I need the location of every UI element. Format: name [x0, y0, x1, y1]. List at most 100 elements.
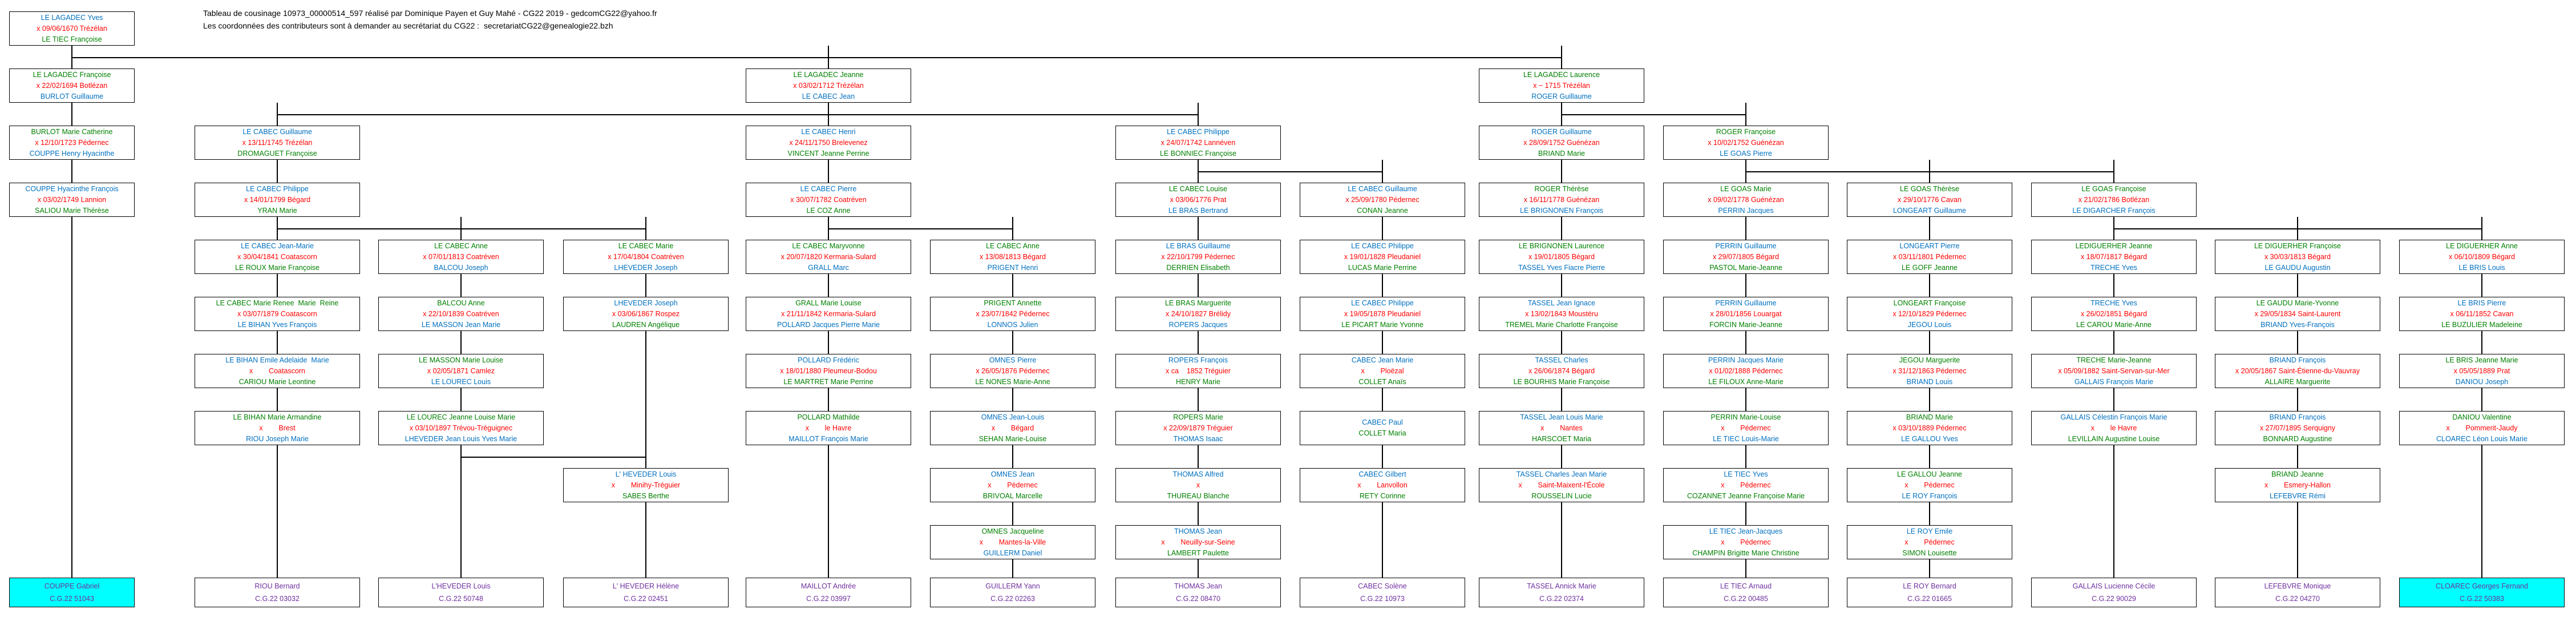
marriage-line: x 23/07/1842 Pédernec — [976, 309, 1050, 318]
marriage-line: x 14/01/1799 Bégard — [244, 195, 311, 204]
spouse-name: LE BOURHIS Marie Françoise — [1513, 377, 1610, 386]
person-name: DANIOU Valentine — [2452, 413, 2512, 421]
contact-ref: C.G.22 02263 — [990, 595, 1035, 603]
marriage-line: x 22/10/1839 Coatréven — [423, 309, 499, 318]
person-name: GALLAIS Célestin François Marie — [2060, 413, 2167, 421]
person-name: LE GALLOU Jeanne — [1897, 470, 1962, 478]
tree-connector — [71, 160, 72, 183]
tree-connector — [1561, 388, 1562, 411]
spouse-name: LE FILOUX Anne-Marie — [1708, 377, 1784, 386]
tree-connector — [1198, 171, 1383, 172]
tree-connector — [277, 114, 829, 115]
tree-connector — [1198, 559, 1199, 578]
spouse-name: BRIVOAL Marcelle — [982, 491, 1043, 500]
person-name: LE LAGADEC Jeanne — [793, 70, 864, 79]
marriage-line: x 05/05/1889 Prat — [2453, 366, 2510, 375]
contact-ref: C.G.22 50383 — [2460, 595, 2504, 603]
person-name: LE CABEC Anne — [986, 241, 1040, 250]
marriage-line: x 30/03/1813 Bégard — [2264, 252, 2331, 261]
marriage-line: x 01/02/1888 Pédernec — [1709, 366, 1783, 375]
marriage-line: x ~ 1715 Trézélan — [1533, 81, 1590, 90]
marriage-line: x 28/09/1752 Guénézan — [1523, 138, 1600, 147]
tree-connector — [645, 502, 646, 578]
spouse-name: BALCOU Joseph — [434, 263, 488, 272]
spouse-name: BRIAND Yves-François — [2260, 320, 2335, 329]
tree-connector — [2297, 445, 2298, 468]
marriage-line: x 17/04/1804 Coatréven — [608, 252, 684, 261]
spouse-name: RIOU Joseph Marie — [246, 434, 309, 443]
tree-connector — [460, 388, 462, 411]
person-name: ROGER Guillaume — [1531, 127, 1592, 136]
marriage-line: x 18/07/1817 Bégard — [2080, 252, 2148, 261]
marriage-line: x Nantes — [1540, 424, 1583, 432]
spouse-name: LUCAS Marie Perrine — [1348, 263, 1417, 272]
person-name: LE CABEC Jean-Marie — [241, 241, 314, 250]
spouse-name: DANIOU Joseph — [2455, 377, 2509, 386]
spouse-name: COLLET Maria — [1358, 429, 1406, 437]
marriage-line: x 03/10/1889 Pédernec — [1892, 424, 1967, 432]
marriage-line: x 29/10/1776 Cavan — [1898, 195, 1962, 204]
tree-connector — [1561, 331, 1562, 354]
person-name: TRECHE Marie-Jeanne — [2076, 356, 2152, 364]
marriage-line: x 03/10/1897 Trévou-Tréguignec — [409, 424, 513, 432]
marriage-line: x 26/05/1876 Pédernec — [976, 366, 1050, 375]
marriage-line: x Pommerit-Jaudy — [2446, 424, 2518, 432]
spouse-name: HENRY Marie — [1175, 377, 1221, 386]
marriage-line: x 29/05/1834 Saint-Laurent — [2254, 309, 2341, 318]
marriage-line: x 16/11/1778 Guénézan — [1523, 195, 1600, 204]
marriage-line: x Pédernec — [988, 481, 1038, 489]
tree-connector — [1561, 274, 1562, 297]
marriage-line: x 13/08/1813 Bégard — [979, 252, 1046, 261]
tree-connector — [2481, 274, 2482, 297]
person-name: BALCOU Anne — [437, 299, 485, 307]
person-name: COUPPE Hyacinthe François — [25, 184, 119, 193]
tree-connector — [1012, 388, 1013, 411]
person-name: THOMAS Alfred — [1172, 470, 1224, 478]
tree-connector — [2297, 502, 2298, 578]
marriage-line: x Pédernec — [1721, 424, 1771, 432]
spouse-name: LE TIEC Françoise — [42, 35, 102, 43]
marriage-line: x 07/01/1813 Coatréven — [423, 252, 499, 261]
tree-connector — [1561, 103, 1562, 114]
marriage-line: x Pédernec — [1904, 481, 1955, 489]
contact-name: THOMAS Jean — [1174, 582, 1223, 590]
person-name: LE GOAS Thérèse — [1900, 184, 1959, 193]
marriage-line: x 06/10/1809 Bégard — [2448, 252, 2516, 261]
spouse-name: CHAMPIN Brigitte Marie Christine — [1692, 549, 1799, 557]
tree-connector — [2113, 331, 2114, 354]
marriage-line: x Neuilly-sur-Seine — [1161, 538, 1235, 546]
spouse-name: LE BRAS Bertrand — [1168, 206, 1228, 215]
tree-connector — [1382, 388, 1383, 411]
marriage-line: x 03/07/1879 Coatascorn — [237, 309, 317, 318]
spouse-name: BRIAND Marie — [1538, 149, 1585, 158]
spouse-name: GUILLERM Daniel — [983, 549, 1042, 557]
person-name: CABEC Gilbert — [1358, 470, 1406, 478]
tree-connector — [1012, 559, 1013, 578]
contact-name: GUILLERM Yann — [985, 582, 1040, 590]
spouse-name: VINCENT Jeanne Perrine — [787, 149, 870, 158]
tree-connector — [277, 445, 278, 578]
tree-connector — [1929, 217, 1930, 240]
tree-connector — [1198, 445, 1199, 468]
